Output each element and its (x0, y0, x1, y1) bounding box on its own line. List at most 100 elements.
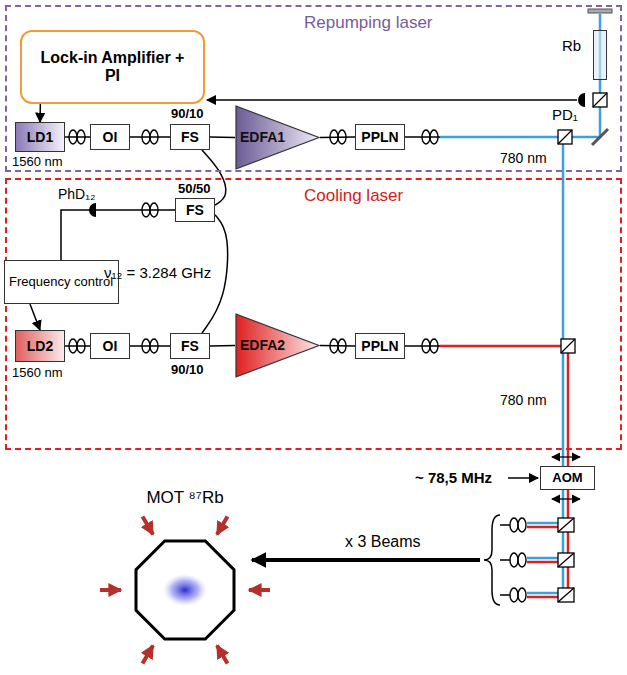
vapor-cell: Rb (593, 30, 607, 80)
mot-beam-arrow (143, 646, 154, 664)
isolator-box: OI (90, 124, 130, 150)
node-label: FS (186, 202, 204, 218)
blue-beam (527, 523, 558, 593)
isolator-box: OI (90, 333, 130, 359)
beam-splitter (593, 93, 607, 107)
ratio-label: 90/10 (171, 363, 204, 378)
node-label: MOT ⁸⁷Rb (85, 488, 285, 508)
mot-chamber: MOT ⁸⁷Rb (130, 535, 240, 645)
beam-splitter (558, 588, 574, 602)
node-label: FS (181, 338, 199, 354)
fiber-connector (130, 345, 170, 347)
node-label: Frequency control (9, 275, 113, 290)
detector-label: PhD₁₂ (58, 186, 95, 202)
mot-beam-arrow (249, 588, 270, 592)
ratio-label: 90/10 (171, 107, 204, 122)
mot-beam-arrow (100, 516, 270, 663)
fiber-coil (69, 130, 526, 602)
lock-in-box: Lock-in Amplifier + PI (20, 30, 205, 104)
frequency-label: ~ 78,5 MHz (415, 469, 492, 486)
crystal-box: PPLN (355, 124, 405, 150)
signal-arrow (207, 99, 577, 101)
fiber-connector (320, 136, 355, 138)
beam-splitter (561, 339, 575, 353)
beam-splitter (593, 93, 607, 107)
beam-splitter (558, 518, 574, 532)
laser-region: Repumping laserLock-in Amplifier + PI RbL… (5, 5, 622, 172)
fiber-connector (65, 345, 90, 347)
amplifier-shape (236, 106, 319, 169)
mirror (588, 9, 612, 13)
beam-splitter (558, 130, 572, 144)
fiber-coil (510, 553, 518, 567)
mirror (592, 129, 608, 145)
beam-arrow (252, 558, 480, 562)
mot-beam-arrow (217, 646, 228, 664)
laser-region: Cooling laserFS Frequency controlLD2 OI FS E… (5, 178, 622, 450)
region-title: Repumping laser (304, 13, 433, 33)
red-beam (527, 527, 558, 597)
mirror (588, 9, 612, 145)
wavelength-label: 1560 nm (12, 155, 63, 170)
fiber-coil (510, 588, 518, 602)
beam-splitter (558, 588, 574, 602)
mot-beam-arrow (143, 516, 154, 534)
node-label: AOM (552, 471, 582, 486)
node-label: OI (103, 338, 118, 354)
amplifier-shape (236, 314, 319, 377)
connector-layer (30, 104, 355, 346)
fiber-line (405, 137, 510, 595)
control-box: Frequency control (4, 260, 119, 304)
modulator-box: AOM (540, 466, 595, 490)
crystal-box: PPLN (355, 333, 405, 359)
blue-beam (440, 14, 600, 602)
red-beam (440, 345, 561, 348)
wavelength-label: 1560 nm (12, 366, 63, 381)
node-label: PPLN (361, 129, 398, 145)
fiber-connector (61, 210, 175, 260)
blue-beam (440, 136, 558, 139)
mot-beam-arrow (217, 516, 228, 534)
node-label: Rb (562, 37, 581, 54)
node-label: LD1 (27, 129, 53, 145)
amplifier-triangle: EDFA1 (235, 105, 320, 170)
node-label: LD2 (27, 338, 53, 354)
laser-diode: LD1 (15, 122, 65, 152)
fiber-coil (510, 518, 518, 532)
fiber-connector (39, 104, 41, 122)
bracket (484, 515, 500, 605)
fiber-connector (210, 136, 235, 138)
beam-splitter (558, 518, 574, 532)
amplifier-triangle: EDFA2 (235, 313, 320, 378)
beam-splitter (561, 339, 575, 353)
splitter-box: FS (170, 333, 210, 359)
fiber-line (500, 525, 510, 595)
ratio-label: 50/50 (178, 182, 211, 197)
laser-diode: LD2 (15, 330, 65, 362)
fiber-connector (65, 136, 90, 138)
fiber-connector (130, 136, 170, 138)
fiber-coil (518, 588, 526, 602)
photodiode (578, 93, 585, 107)
lens-symbol (552, 498, 580, 499)
node-label: EDFA2 (240, 337, 285, 353)
atom-cloud (163, 574, 207, 606)
mot-beam-arrow (100, 588, 121, 592)
splitter-box: FS (175, 198, 215, 222)
node-label: PPLN (361, 338, 398, 354)
beam-splitter (558, 93, 607, 602)
fiber-connector (210, 345, 235, 347)
fiber-connector (30, 304, 40, 330)
splitter-box: FS (170, 124, 210, 150)
node-label: Lock-in Amplifier + PI (38, 49, 188, 86)
node-label: OI (103, 129, 118, 145)
beam-splitter (558, 553, 574, 567)
blue-beam (562, 144, 565, 466)
node-label: FS (181, 129, 199, 145)
region-title: Cooling laser (304, 186, 403, 206)
fiber-coil (518, 518, 526, 532)
lens-symbol (552, 456, 580, 457)
beam-count-label: x 3 Beams (345, 533, 421, 551)
fiber-line (405, 345, 440, 346)
wavelength-label: 780 nm (500, 150, 547, 166)
